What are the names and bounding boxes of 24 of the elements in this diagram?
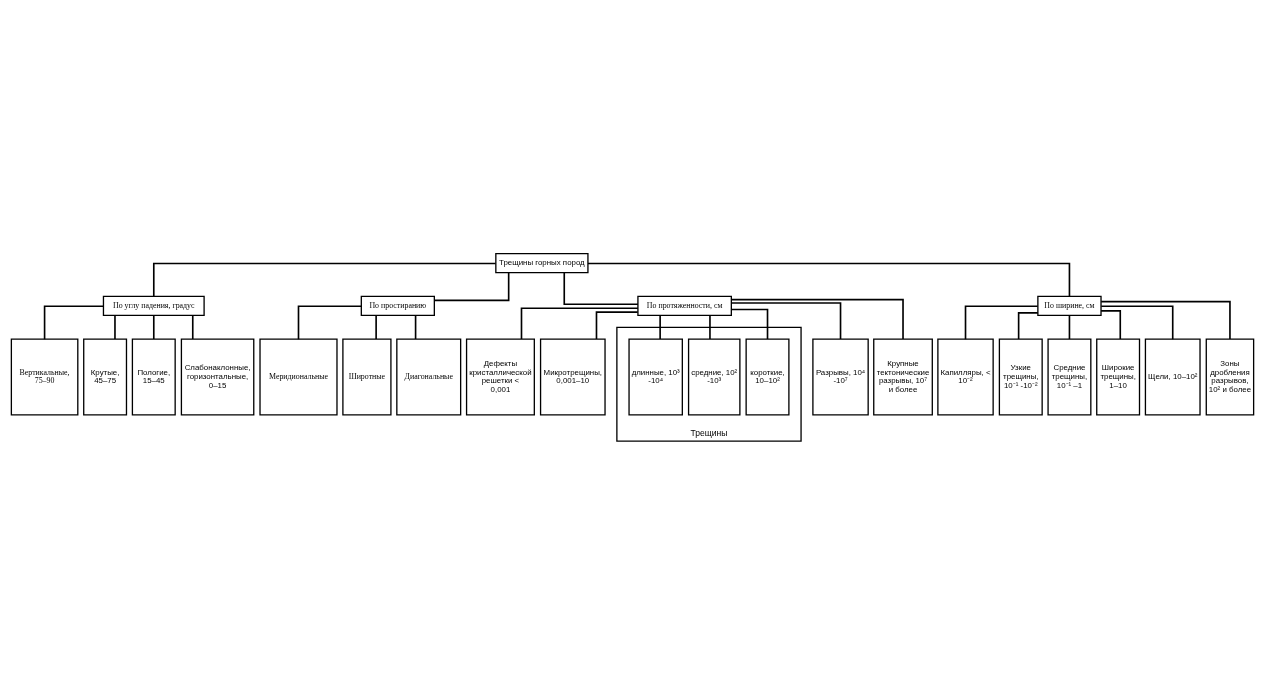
- connector: [587, 262, 1071, 298]
- connector: [1100, 310, 1122, 340]
- connector: [375, 314, 377, 340]
- connector: [1017, 312, 1039, 340]
- connector: [297, 305, 362, 340]
- connector: [152, 314, 155, 340]
- connector: [520, 307, 639, 340]
- connector: [191, 314, 194, 340]
- connector: [433, 271, 510, 302]
- connector: [730, 298, 904, 340]
- connector: [152, 262, 497, 298]
- connector: [730, 302, 842, 340]
- connector: [114, 314, 116, 340]
- connector: [964, 305, 1039, 340]
- connector: [563, 272, 639, 306]
- connector: [43, 305, 105, 340]
- connector: [730, 308, 769, 340]
- connector: [659, 314, 661, 340]
- connector: [414, 314, 417, 340]
- connector: [1100, 305, 1174, 340]
- connector: [1100, 300, 1231, 340]
- connector: [1068, 314, 1071, 340]
- connector: [595, 311, 639, 340]
- connector: [709, 314, 711, 340]
